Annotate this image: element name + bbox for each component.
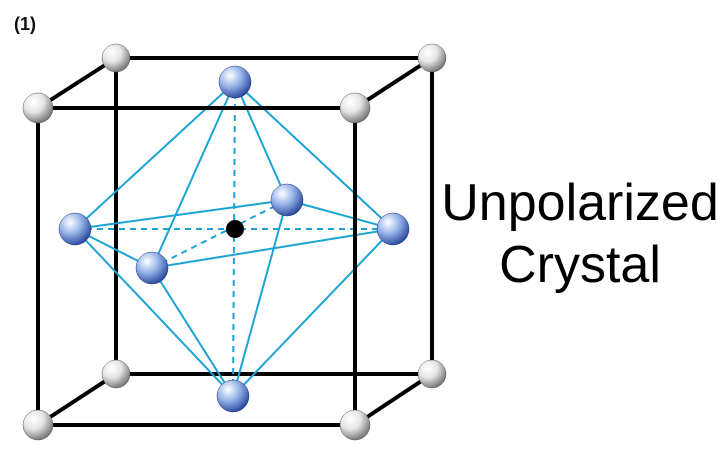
blue-sphere-icon — [135, 251, 169, 285]
caption-line-1: Unpolarized — [441, 174, 719, 232]
gray-sphere-icon — [22, 409, 54, 441]
corner-atoms-back — [101, 43, 447, 389]
corner-atoms-front — [22, 92, 371, 441]
gray-sphere-icon — [417, 43, 447, 73]
crystal-caption: Unpolarized Crystal — [430, 172, 727, 296]
gray-sphere-icon — [22, 92, 54, 124]
blue-sphere-icon — [216, 379, 250, 413]
octahedron — [74, 81, 394, 397]
panel-label: (1) — [14, 14, 36, 34]
black-dot-icon — [226, 220, 244, 238]
blue-sphere-icon — [376, 212, 410, 246]
gray-sphere-icon — [101, 359, 131, 389]
blue-sphere-icon — [270, 183, 304, 217]
gray-sphere-icon — [417, 359, 447, 389]
cube-front-face — [36, 106, 357, 427]
face-atoms — [58, 65, 410, 413]
blue-sphere-icon — [58, 212, 92, 246]
gray-sphere-icon — [101, 43, 131, 73]
caption-line-2: Crystal — [499, 236, 661, 294]
gray-sphere-icon — [339, 92, 371, 124]
blue-sphere-icon — [218, 65, 252, 99]
cube-back-face — [114, 56, 434, 376]
gray-sphere-icon — [339, 409, 371, 441]
cube-depth-edges — [36, 56, 434, 427]
